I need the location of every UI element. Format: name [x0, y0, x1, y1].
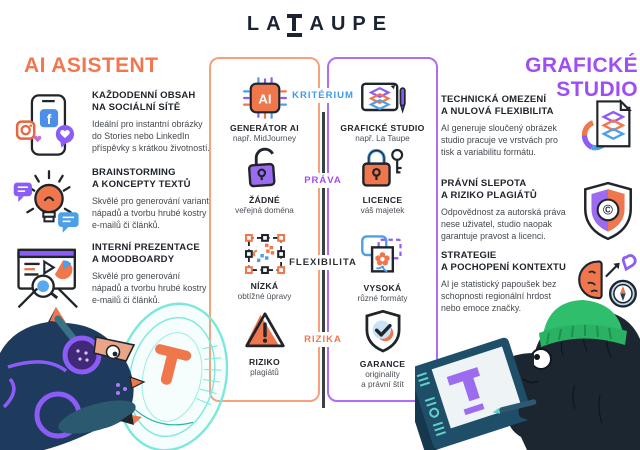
brain-heart-compass-icon: [577, 250, 639, 316]
cell-title: GENERÁTOR AI: [229, 123, 299, 133]
comparison-cell-licence: LICENCE váš majetek: [329, 145, 436, 216]
comparison-cell-garance: GARANCE originality a právní štít: [329, 309, 436, 391]
studio-item-technical-title: TECHNICKÁ OMEZENÍ A NULOVÁ FLEXIBILITA: [441, 94, 554, 118]
criterion-label-rizika: RIZIKA: [300, 332, 346, 347]
studio-item-technical-body: AI generuje sloučený obrázek studio prac…: [441, 122, 558, 157]
ai-item-social-title: KAŽDODENNÍ OBSAH NA SOCIÁLNÍ SÍTĚ: [92, 90, 196, 114]
comparison-cell-vysoka: VYSOKÁ různé formáty: [329, 231, 436, 304]
criterion-label-flexibilita: FLEXIBILITA: [285, 255, 361, 270]
format-frames-icon: [359, 231, 407, 279]
cell-title: LICENCE: [362, 195, 403, 205]
copyright-shield-icon: ©: [577, 178, 639, 244]
open-padlock-icon: [243, 145, 287, 191]
svg-text:f: f: [47, 112, 52, 127]
comparison-panel-studio: GRAFICKÉ STUDIO např. La Taupe LICENCE v…: [327, 57, 438, 402]
comparison-cell-generator-ai: AI GENERÁTOR AI např. MidJourney: [211, 77, 318, 144]
ai-item-presentation-title: INTERNÍ PREZENTACE A MOODBOARDY: [92, 242, 200, 266]
cell-subtitle: obtížné úpravy: [237, 292, 292, 301]
cell-title: ŽÁDNÉ: [248, 195, 281, 205]
svg-text:©: ©: [603, 203, 613, 218]
brand-logo: LA AUPE: [0, 14, 640, 40]
svg-text:AI: AI: [258, 92, 271, 107]
cell-subtitle: různé formáty: [357, 294, 408, 303]
studio-item-legal-body: Odpovědnost za autorská práva nese uživa…: [441, 206, 566, 241]
studio-item-strategy-title: STRATEGIE A POCHOPENÍ KONTEXTU: [441, 250, 567, 274]
pixel-selection-icon: [242, 231, 288, 277]
ai-item-social-body: Ideální pro instantní obrázky do Stories…: [92, 118, 210, 153]
studio-item-technical: TECHNICKÁ OMEZENÍ A NULOVÁ FLEXIBILITA A…: [441, 94, 639, 160]
shield-check-icon: [360, 309, 406, 355]
logo-suffix: AUPE: [309, 13, 394, 35]
phone-social-icon: f: [6, 90, 92, 160]
studio-item-strategy-body: AI je statistický papoušek bez schopnost…: [441, 278, 557, 313]
mole-drawing-illustration: [415, 295, 640, 450]
cell-title: RIZIKO: [249, 357, 280, 367]
ai-chip-icon: AI: [242, 77, 287, 119]
cell-subtitle: váš majetek: [360, 206, 405, 215]
cell-subtitle: veřejná doména: [235, 206, 294, 215]
comparison-cell-zadne: ŽÁDNÉ veřejná doména: [211, 145, 318, 216]
comparison-cell-nizka: NÍZKÁ obtížné úpravy: [211, 231, 318, 302]
cell-subtitle: např. La Taupe: [355, 134, 410, 143]
logo-prefix: LA: [246, 13, 288, 35]
studio-item-legal: PRÁVNÍ SLEPOTA A RIZIKO PLAGIÁTŮ Odpověd…: [441, 178, 639, 244]
criterion-label-kriterium: KRITÉRIUM: [288, 88, 358, 103]
logo-t-glyph: [286, 14, 304, 40]
cell-subtitle: např. MidJourney: [232, 134, 297, 143]
ai-item-presentation-body: Skvělé pro generování nápadů a tvorbu hr…: [92, 270, 207, 305]
comparison-panel-ai: AI GENERÁTOR AI např. MidJourney ŽÁDNÉ v…: [209, 57, 320, 402]
comparison-cell-graficke-studio: GRAFICKÉ STUDIO např. La Taupe: [329, 77, 436, 144]
studio-item-strategy: STRATEGIE A POCHOPENÍ KONTEXTU AI je sta…: [441, 250, 639, 316]
cell-subtitle: plagiátů: [250, 368, 279, 377]
cell-title: GRAFICKÉ STUDIO: [340, 123, 425, 133]
warning-triangle-icon: [241, 309, 289, 353]
ai-column-title: AI ASISTENT: [24, 54, 159, 77]
cell-subtitle: originality a právní štít: [361, 370, 404, 390]
cell-title: GARANCE: [359, 359, 406, 369]
ai-item-brainstorming-body: Skvělé pro generování variant nápadů a t…: [92, 195, 209, 230]
ai-item-social: f KAŽDODENNÍ OBSAH NA SOCIÁLNÍ SÍTĚ Ideá…: [6, 90, 210, 160]
presentation-icon: [6, 242, 92, 314]
tablet-layers-icon: [359, 77, 407, 119]
cell-title: VYSOKÁ: [363, 283, 402, 293]
mole-vr-illustration: [0, 295, 245, 450]
cell-title: NÍZKÁ: [250, 281, 279, 291]
criterion-label-prava: PRÁVA: [300, 173, 346, 188]
locked-padlock-key-icon: [359, 145, 407, 191]
studio-column-title: GRAFICKÉ STUDIO: [525, 54, 638, 101]
ai-item-brainstorming-title: BRAINSTORMING A KONCEPTY TEXTŮ: [92, 167, 191, 191]
comparison-cell-riziko: RIZIKO plagiátů: [211, 309, 318, 378]
ai-item-presentation: INTERNÍ PREZENTACE A MOODBOARDY Skvělé p…: [6, 242, 210, 314]
ai-item-brainstorming: BRAINSTORMING A KONCEPTY TEXTŮ Skvělé pr…: [6, 167, 210, 237]
lightbulb-icon: [6, 167, 92, 237]
studio-item-legal-title: PRÁVNÍ SLEPOTA A RIZIKO PLAGIÁTŮ: [441, 178, 537, 202]
layered-files-icon: [577, 94, 639, 160]
